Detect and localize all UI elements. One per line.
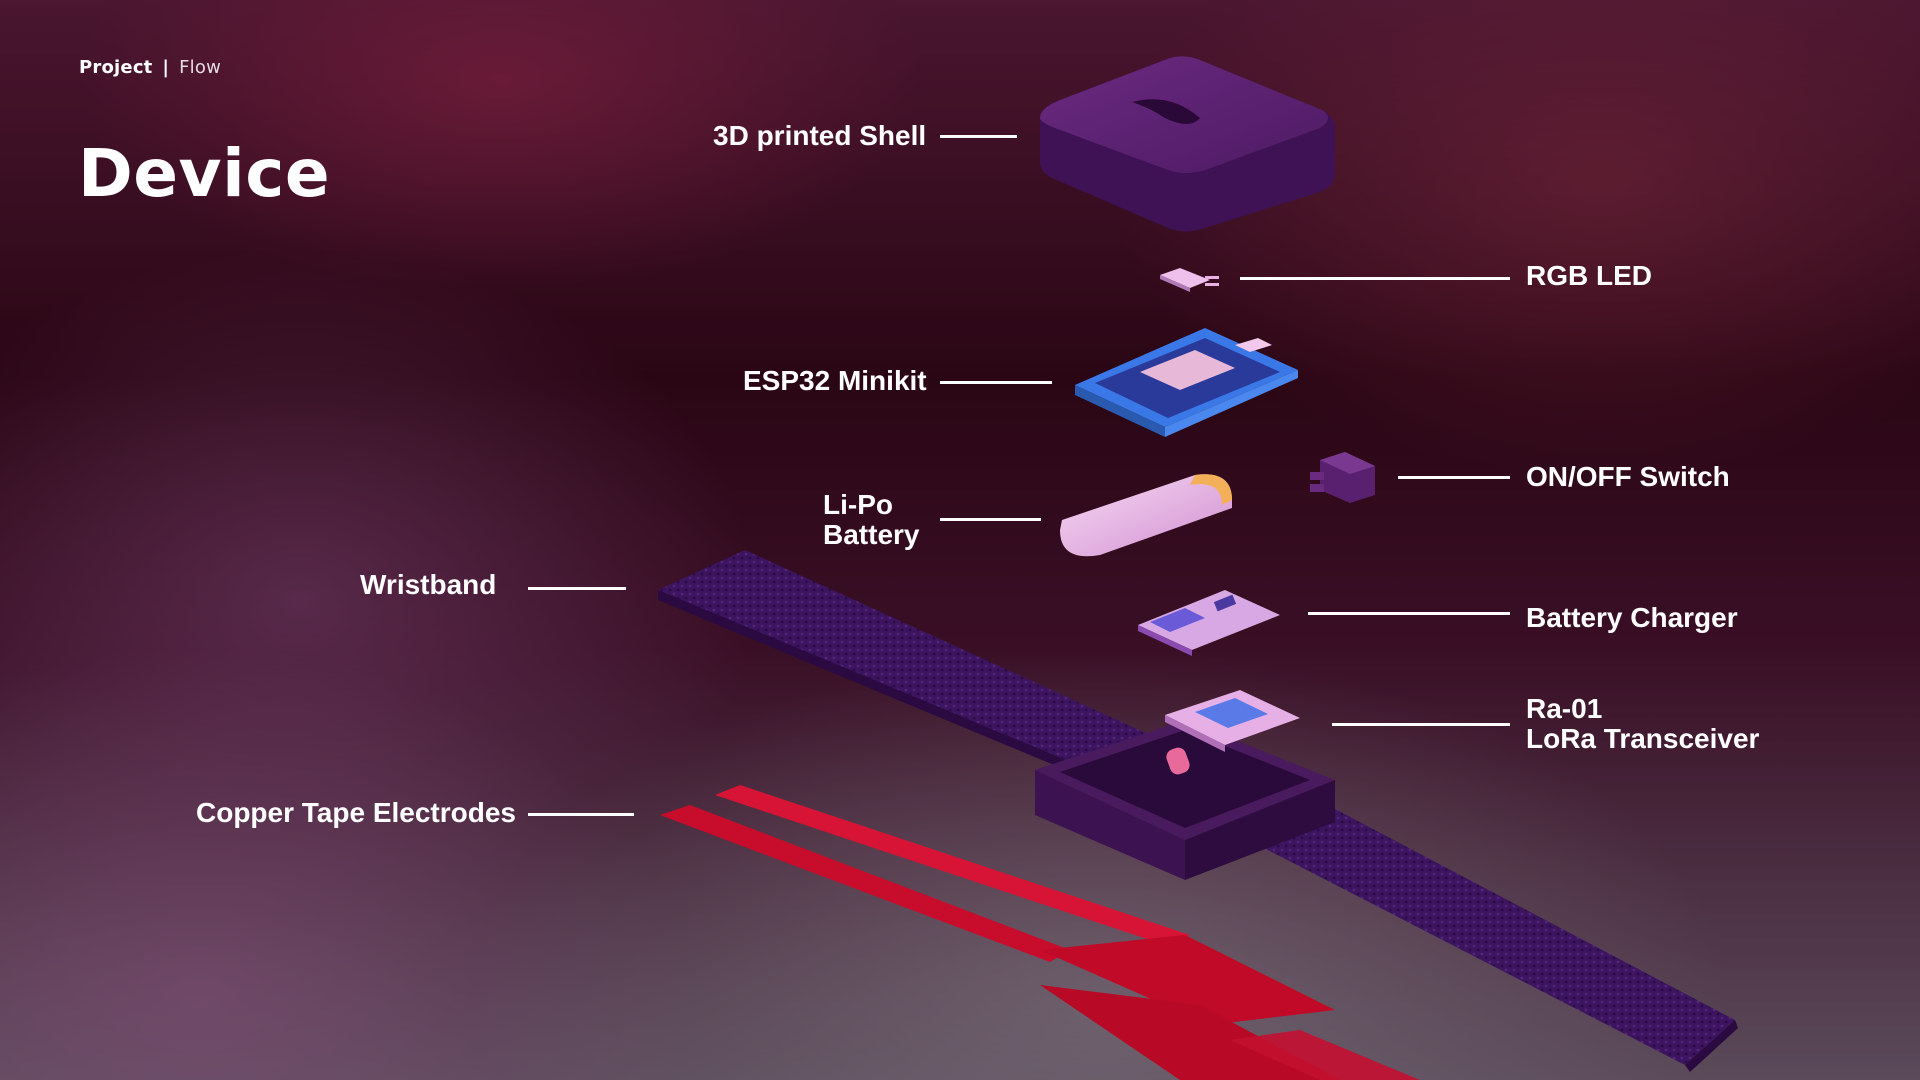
label-charger: Battery Charger: [1526, 602, 1738, 633]
label-copper: Copper Tape Electrodes: [196, 797, 517, 828]
leader-line-rgb-led: [1240, 277, 1510, 280]
label-lipo-line2: Battery: [823, 519, 920, 550]
breadcrumb-separator: |: [162, 57, 170, 78]
wristband: [658, 550, 1738, 1072]
label-shell: 3D printed Shell: [713, 120, 927, 151]
label-rgb-led: RGB LED: [1526, 260, 1652, 291]
rgb-led: [1160, 268, 1219, 292]
breadcrumb-section: Flow: [179, 57, 222, 78]
battery-charger-board: [1138, 590, 1280, 656]
label-switch: ON/OFF Switch: [1526, 461, 1730, 492]
label-esp32: ESP32 Minikit: [743, 365, 927, 396]
leader-line-copper: [528, 813, 634, 816]
leader-line-switch: [1398, 476, 1510, 479]
leader-line-lipo: [940, 518, 1041, 521]
leader-line-esp32: [940, 381, 1052, 384]
lipo-battery: [1060, 474, 1232, 557]
label-wristband: Wristband: [360, 569, 497, 600]
breadcrumb: Project | Flow: [79, 57, 221, 78]
on-off-switch: [1310, 452, 1375, 503]
label-lora: Ra-01 LoRa Transceiver: [1526, 694, 1759, 754]
breadcrumb-project: Project: [79, 57, 153, 78]
page-title: Device: [78, 135, 331, 212]
label-lipo-battery: Li-Po Battery: [823, 490, 919, 550]
esp32-board: [1075, 328, 1298, 437]
leader-line-shell: [940, 135, 1017, 138]
leader-line-wristband: [528, 587, 626, 590]
label-lora-line2: LoRa Transceiver: [1526, 723, 1760, 754]
label-lipo-line1: Li-Po: [823, 489, 893, 520]
shell-top: [1040, 56, 1335, 232]
label-lora-line1: Ra-01: [1526, 693, 1603, 724]
copper-tape-electrodes: [660, 785, 1420, 1080]
leader-line-lora: [1332, 723, 1510, 726]
lora-module: [1165, 690, 1300, 775]
shell-bottom-case: [1035, 720, 1335, 880]
leader-line-charger: [1308, 612, 1510, 615]
